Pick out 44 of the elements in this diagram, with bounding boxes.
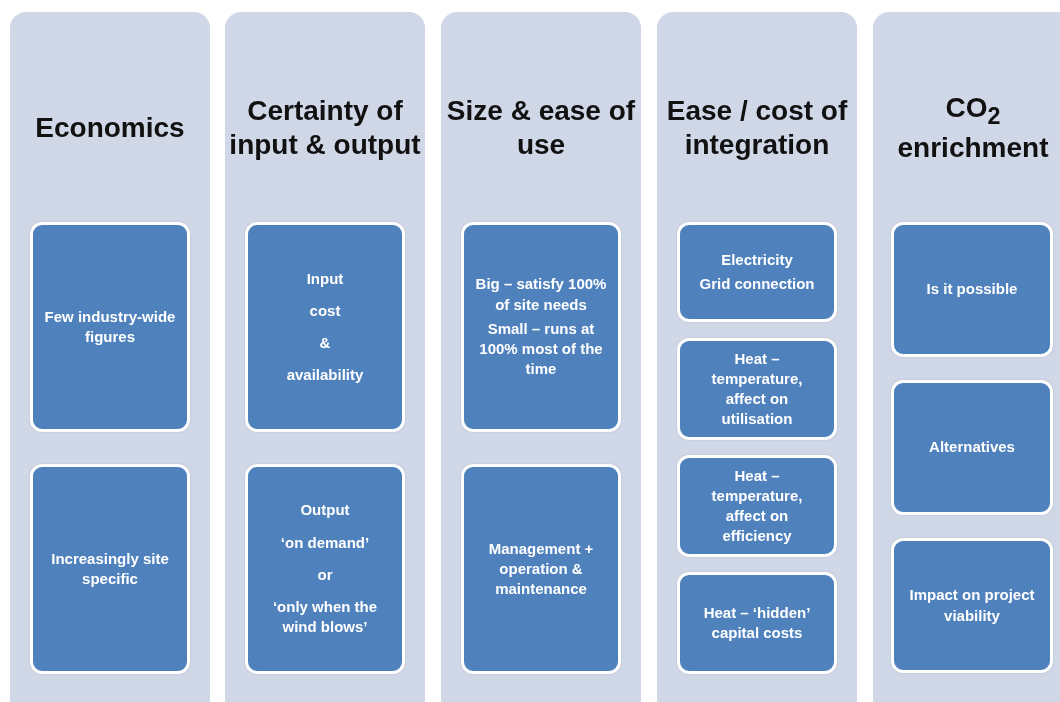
content-box xyxy=(30,222,190,432)
box-text: Few industry-wide figures xyxy=(43,306,177,347)
box-text: Management + operation & maintenance xyxy=(487,538,595,600)
box-text: ‘only when the wind blows’ xyxy=(271,597,379,638)
content-box xyxy=(677,572,837,674)
column-panel xyxy=(873,12,1060,702)
column-panel xyxy=(10,12,210,702)
box-text: or xyxy=(317,564,333,585)
column-heading: Certainty of input & output xyxy=(228,94,422,162)
content-box xyxy=(891,222,1053,357)
box-text: Heat – temperature, affect on utilisation xyxy=(710,348,804,430)
content-box xyxy=(461,464,621,674)
box-text: Heat – ‘hidden’ capital costs xyxy=(702,602,812,643)
content-box xyxy=(245,464,405,674)
box-text: availability xyxy=(286,365,364,386)
box-text: Input xyxy=(306,268,344,289)
column-heading: CO$_{2}$ enrichment xyxy=(896,91,1050,165)
content-box xyxy=(677,455,837,557)
box-text: Impact on project viability xyxy=(908,585,1036,626)
content-box xyxy=(891,538,1053,673)
box-text: Alternatives xyxy=(929,437,1015,458)
column-heading: Size & ease of use xyxy=(445,94,637,162)
content-box xyxy=(30,464,190,674)
content-box xyxy=(245,222,405,432)
box-text: & xyxy=(319,333,331,353)
box-text: Grid connection xyxy=(699,274,815,294)
box-text: Big – satisfy 100% of site needs xyxy=(474,274,608,315)
column-heading: Economics xyxy=(34,111,186,145)
content-box xyxy=(677,222,837,322)
box-text: Heat – temperature, affect on efficiency xyxy=(710,465,804,547)
box-text: ‘on demand’ xyxy=(280,532,370,553)
content-box xyxy=(891,380,1053,515)
content-box xyxy=(461,222,621,432)
column-panel xyxy=(441,12,641,702)
box-text: Small – runs at 100% most of the time xyxy=(478,318,604,380)
box-text: Increasingly site specific xyxy=(50,548,170,589)
column-heading: Ease / cost of integration xyxy=(665,94,849,162)
box-text: Output xyxy=(300,500,350,521)
column-panel xyxy=(225,12,425,702)
column-panel xyxy=(657,12,857,702)
box-text: cost xyxy=(309,300,341,321)
box-text: Is it possible xyxy=(926,279,1018,300)
content-box xyxy=(677,338,837,440)
box-text: Electricity xyxy=(721,249,793,270)
